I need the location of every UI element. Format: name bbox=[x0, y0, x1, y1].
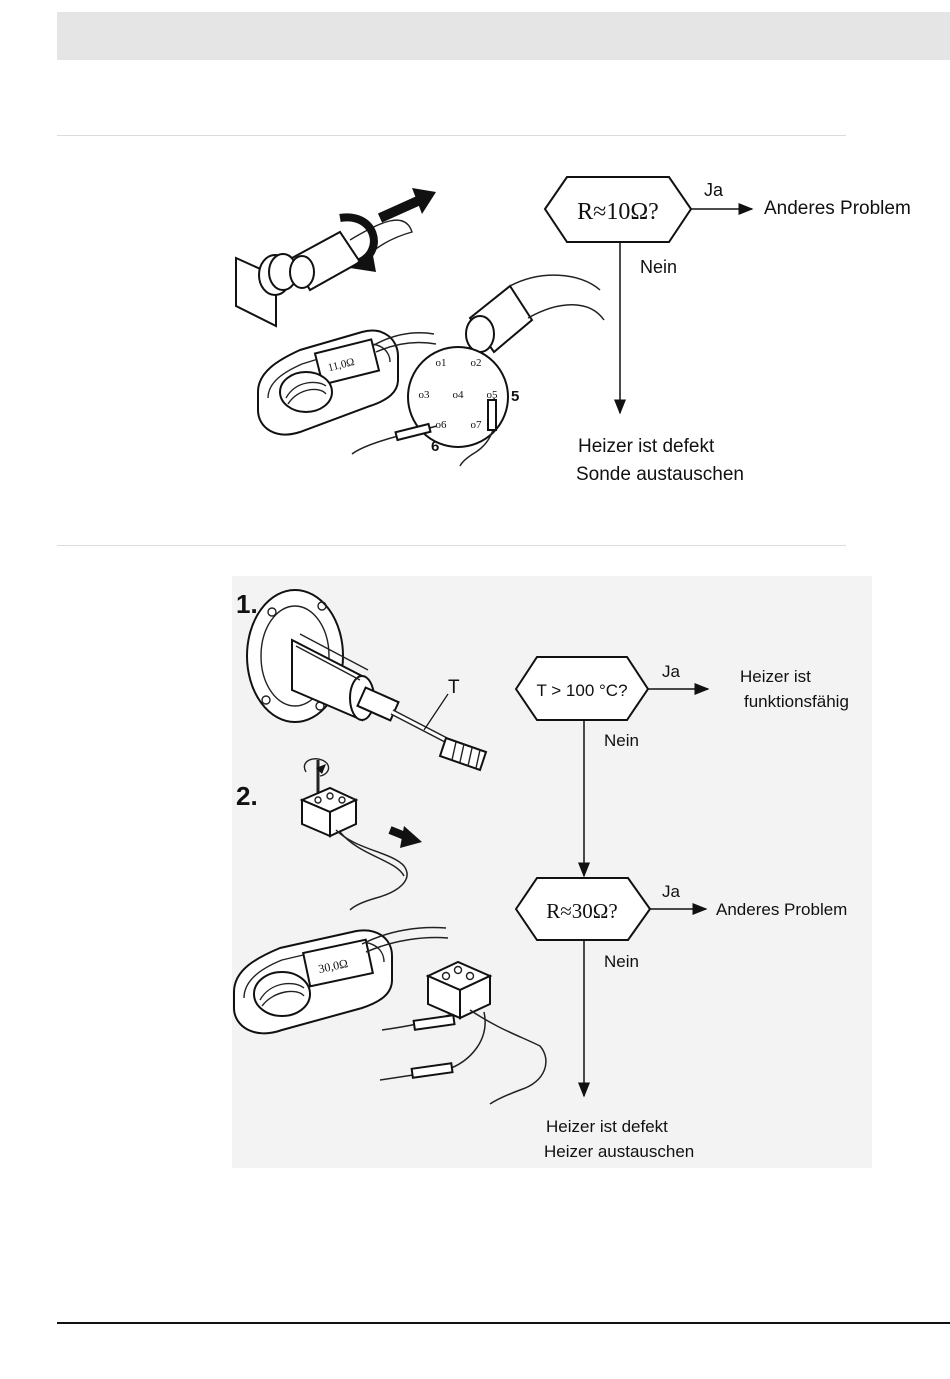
no-result-2b-line2: Heizer austauschen bbox=[544, 1142, 694, 1161]
decision-temp: T > 100 °C? bbox=[536, 681, 627, 700]
no-label-2b: Nein bbox=[604, 952, 639, 971]
no-result-1-line2: Sonde austauschen bbox=[576, 464, 744, 485]
decision-r10: R≈10Ω? bbox=[577, 199, 659, 225]
pin-3: o3 bbox=[419, 389, 431, 401]
yes-result-2a-line2: funktionsfähig bbox=[744, 692, 849, 711]
pin-4: o4 bbox=[453, 389, 465, 401]
no-label-1: Nein bbox=[640, 257, 677, 277]
step-1-label: 1. bbox=[236, 589, 258, 619]
pin-6: o6 bbox=[436, 419, 448, 431]
pin-callout-6: 6 bbox=[431, 438, 439, 455]
no-result-1-line1: Heizer ist defekt bbox=[578, 436, 715, 457]
yes-result-2b: Anderes Problem bbox=[716, 900, 847, 919]
yes-label-2a: Ja bbox=[662, 662, 681, 681]
yes-result-2a-line1: Heizer ist bbox=[740, 667, 811, 686]
no-result-2b-line1: Heizer ist defekt bbox=[546, 1117, 668, 1136]
sensor-label-t: T bbox=[448, 677, 460, 698]
flowchart-1: R≈10Ω? Ja Anderes Problem Nein Heizer is… bbox=[545, 177, 911, 485]
decision-r30: R≈30Ω? bbox=[546, 899, 617, 923]
pin-1: o1 bbox=[436, 357, 447, 369]
pin-callout-5: 5 bbox=[511, 388, 519, 405]
yes-label-1: Ja bbox=[704, 180, 724, 200]
pin-2: o2 bbox=[471, 357, 482, 369]
no-label-2a: Nein bbox=[604, 731, 639, 750]
probe-connector-illustration bbox=[236, 188, 436, 326]
yes-label-2b: Ja bbox=[662, 882, 681, 901]
step-2-label: 2. bbox=[236, 781, 258, 811]
yes-result-1: Anderes Problem bbox=[764, 198, 911, 219]
pin-7: o7 bbox=[471, 419, 483, 431]
